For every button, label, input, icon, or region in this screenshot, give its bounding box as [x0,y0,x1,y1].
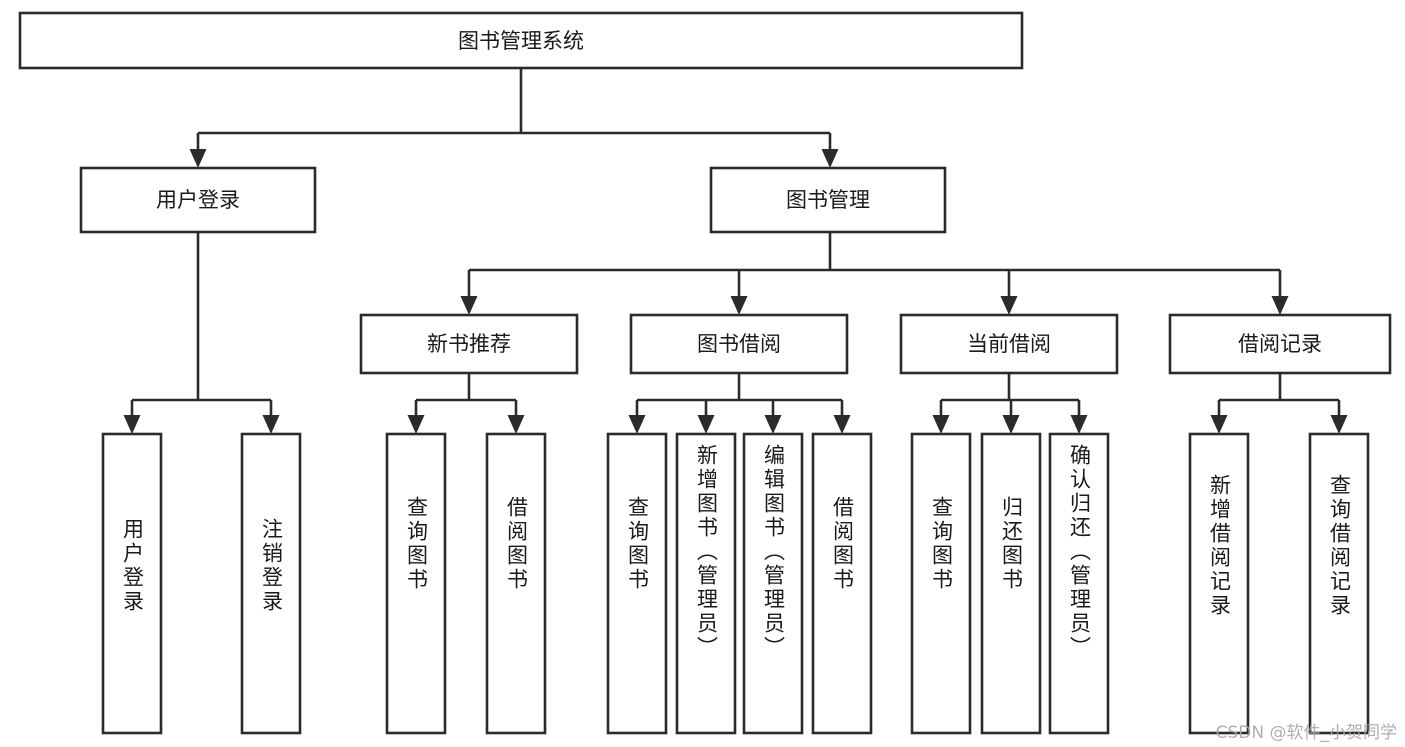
connector-bookborrow-to-leaves [628,373,851,434]
node-borrow-records[interactable]: 借阅记录 [1168,313,1392,375]
node-leaf-add-record[interactable] [1188,432,1250,735]
node-book-management[interactable]: 图书管理 [709,166,947,234]
node-book-borrow[interactable]: 图书借阅 [629,313,849,375]
node-new-book-recommend-label: 新书推荐 [427,332,511,356]
node-leaf-add-book-admin[interactable] [675,432,737,735]
node-leaf-query-book-1[interactable] [385,432,447,735]
node-leaf-borrow-book-1[interactable] [485,432,547,735]
connector-newbook-to-leaves [407,373,525,434]
connector-borrowrecords-to-leaves [1210,373,1348,434]
node-book-borrow-label: 图书借阅 [697,332,781,356]
node-leaf-user-logout[interactable] [240,432,302,735]
connector-userlogin-to-leaves [123,232,280,434]
node-new-book-recommend[interactable]: 新书推荐 [359,313,579,375]
node-root[interactable]: 图书管理系统 [18,11,1024,70]
connector-currentborrow-to-leaves [932,373,1088,434]
node-current-borrow[interactable]: 当前借阅 [899,313,1119,375]
node-user-login-label: 用户登录 [156,188,240,212]
node-leaf-query-record[interactable] [1308,432,1370,735]
node-leaf-edit-book-admin[interactable] [742,432,804,735]
node-borrow-records-label: 借阅记录 [1238,332,1322,356]
node-book-management-label: 图书管理 [786,188,870,212]
node-leaf-borrow-book-2[interactable] [811,432,873,735]
connector-bookmgmt-to-level2 [460,232,1289,315]
node-leaf-query-book-2[interactable] [606,432,668,735]
node-user-login[interactable]: 用户登录 [79,166,317,234]
connector-root-to-level1 [189,68,839,168]
node-leaf-user-login[interactable] [101,432,163,735]
node-leaf-query-book-3[interactable] [910,432,972,735]
node-leaf-return-book[interactable] [980,432,1042,735]
node-root-label: 图书管理系统 [458,29,584,53]
node-leaf-confirm-return[interactable] [1048,432,1110,735]
leaf-boxes [101,432,1370,735]
node-current-borrow-label: 当前借阅 [967,332,1051,356]
